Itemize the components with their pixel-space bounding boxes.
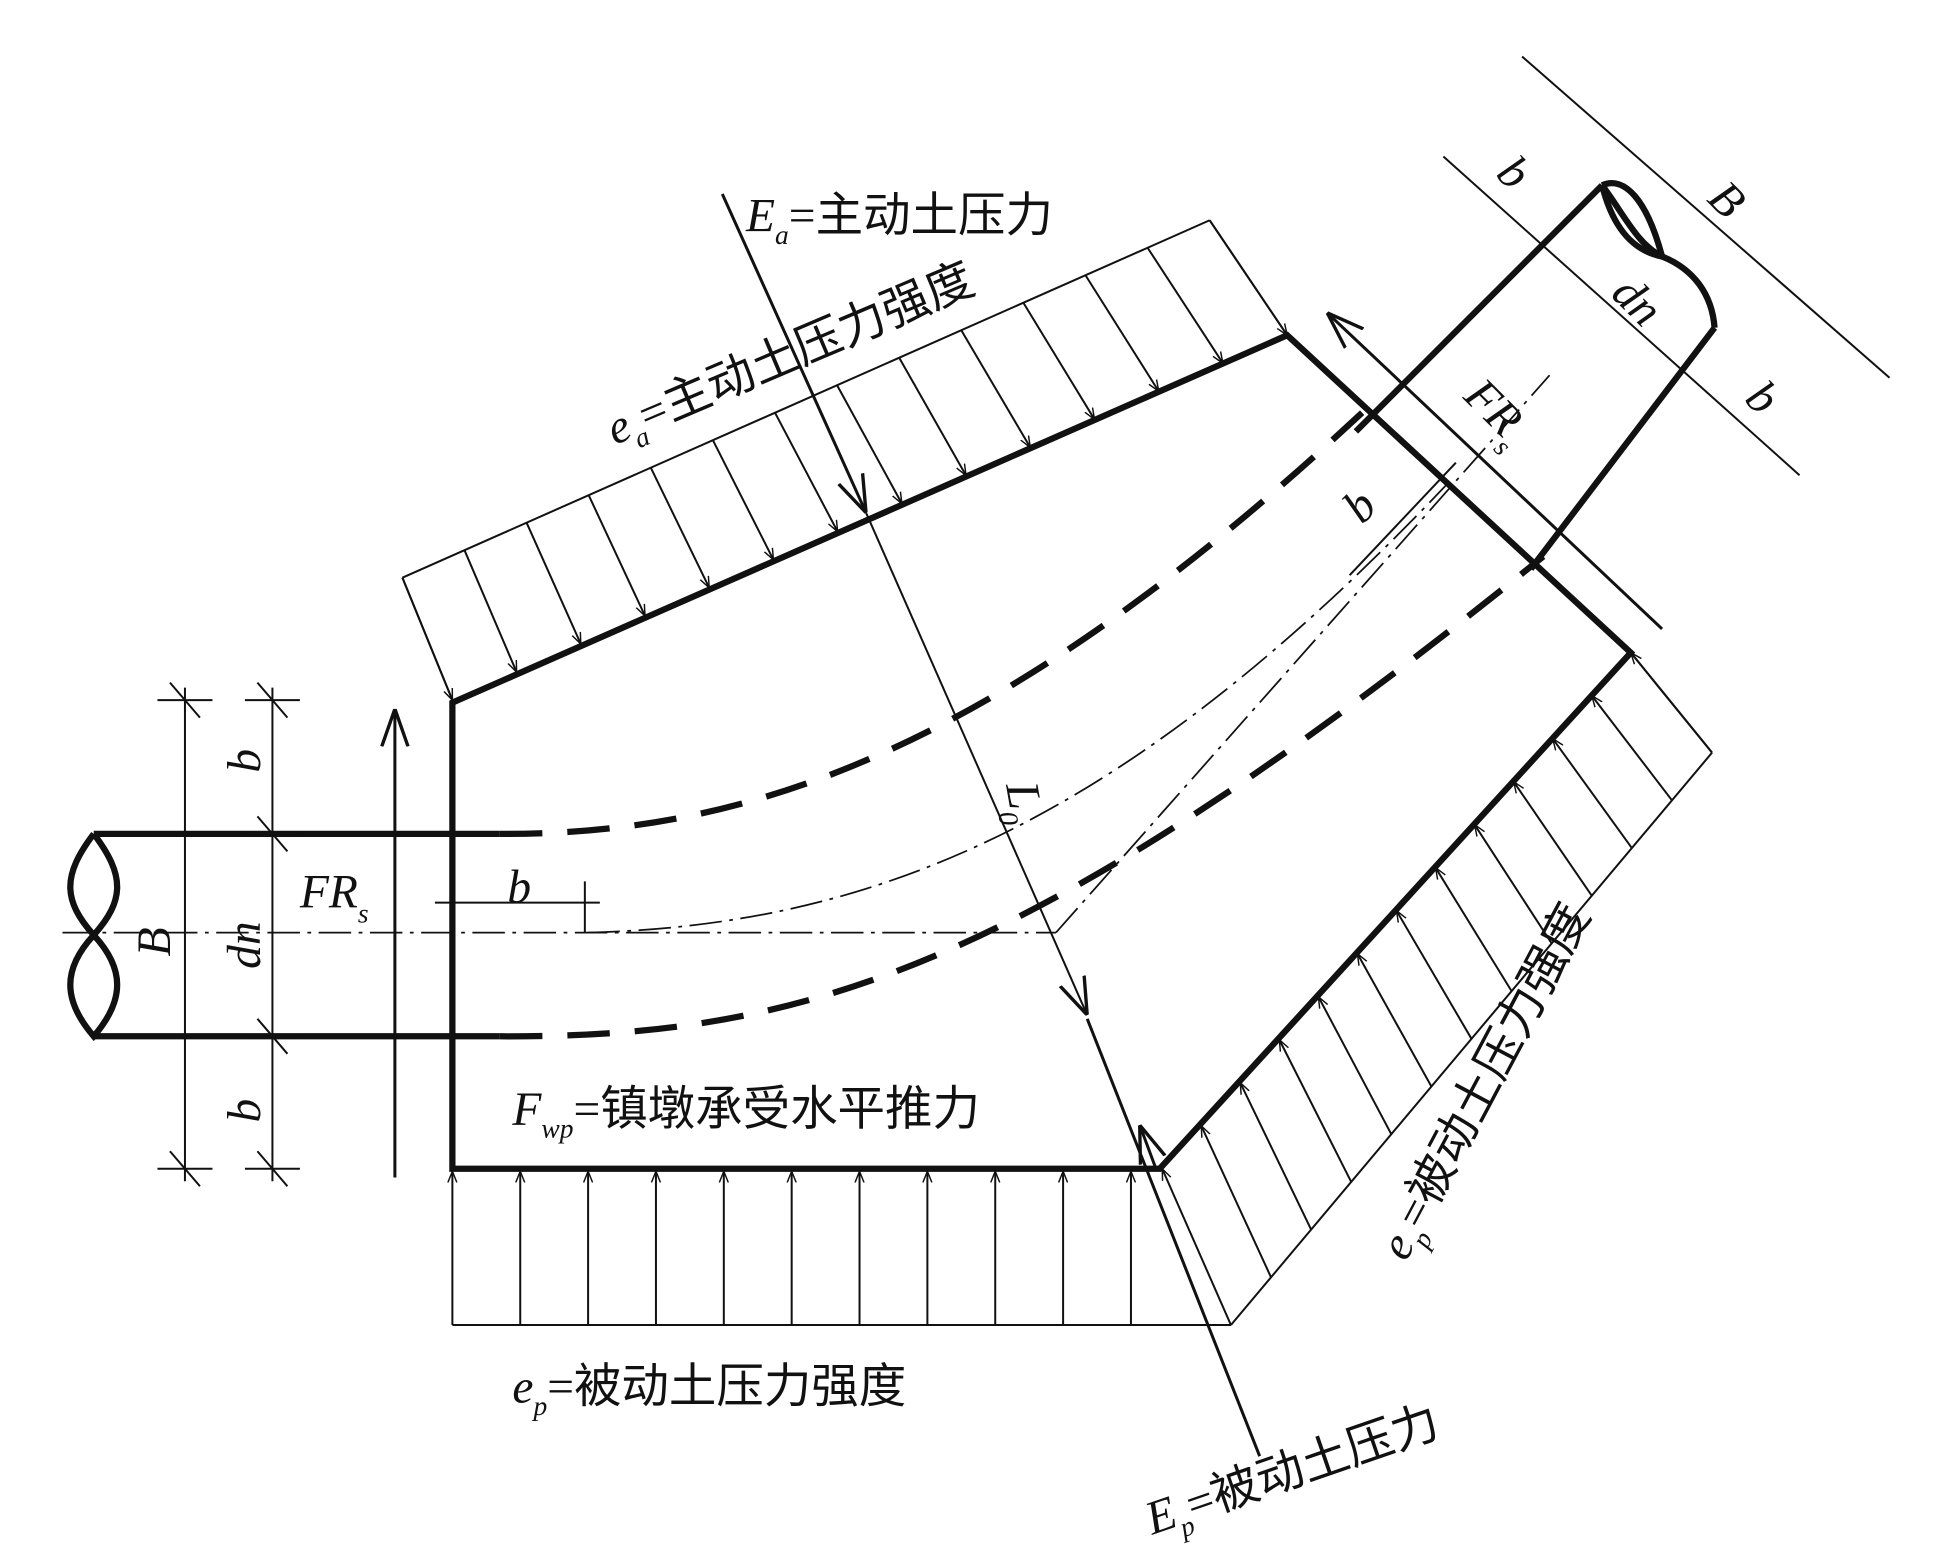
dimension-tick (256, 1150, 289, 1187)
dimension-tick (169, 1150, 201, 1187)
pipe-break-symbol-loop (1599, 180, 1667, 261)
passive-pressure-arrow (1631, 653, 1713, 754)
passive-pressure-arrow (1318, 997, 1393, 1135)
dim-B-left: B (129, 927, 181, 956)
active-pressure-arrow (836, 384, 902, 503)
label-frs-left: FRs (299, 867, 369, 929)
dim-B-right: B (1698, 171, 1755, 228)
pipe-hidden-bottom (499, 554, 1546, 1040)
dimension-tick (256, 815, 289, 853)
passive-pressure-arrow (1475, 825, 1553, 944)
pressure-distributions (401, 219, 1713, 1326)
passive-pressure-arrow (1397, 911, 1473, 1040)
label-ea: ea=主动土压力强度 (599, 254, 985, 463)
passive-pressure-arrow (1553, 739, 1633, 849)
active-pressure-arrow (1084, 274, 1158, 391)
pipe-wall (1353, 183, 1605, 434)
pipe-wall (1528, 325, 1718, 571)
label-L0: L0 (988, 777, 1054, 828)
l0-arrow (865, 512, 1087, 1015)
centerline-curve (587, 480, 1451, 934)
label-Fwp: Fwp=镇墩承受水平推力 (511, 1084, 980, 1143)
dim-b-curve: b (1333, 479, 1387, 533)
dim-b-right-bottom: b (1736, 371, 1790, 425)
active-pressure-arrow (649, 467, 711, 588)
active-pressure-arrow (712, 439, 775, 560)
active-pressure-arrow (1208, 219, 1287, 335)
dim-b-offset: b (507, 862, 531, 914)
dim-b-left-top: b (219, 749, 271, 773)
passive-pressure-arrow (1278, 1040, 1353, 1183)
passive-pressure-arrow (1161, 1169, 1232, 1326)
active-pressure-arrow (774, 412, 838, 532)
thrust-block-outline (449, 331, 1636, 1172)
dimension-tick (256, 681, 289, 719)
centerline-right (1055, 374, 1551, 934)
passive-pressure-arrow (1436, 868, 1513, 992)
label-frs-right: FRs (1447, 368, 1540, 461)
passive-pressure-arrow (1592, 696, 1673, 801)
dimension-tick (169, 681, 201, 719)
dim-dn-right: dn (1602, 266, 1672, 336)
active-pressure-arrow (401, 577, 454, 700)
active-pressure-arrow (1022, 302, 1094, 420)
active-pressure-outline (401, 219, 1211, 579)
frs-right-arrow (1327, 313, 1664, 631)
label-ep-bottom: ep=被动土压力强度 (512, 1361, 906, 1420)
passive-pressure-arrow (1357, 954, 1433, 1087)
pipe-hidden-top (499, 410, 1365, 837)
label-Ep: Ep=被动土压力 (1138, 1396, 1448, 1552)
passive-force-line (1085, 1018, 1262, 1457)
active-pressure-arrow (587, 494, 646, 616)
dim-b-left-bottom: b (219, 1099, 271, 1123)
right-pipe (1353, 180, 1718, 571)
active-pressure-arrow (463, 549, 518, 672)
label-Ea: Ea=主动土压力 (745, 191, 1053, 250)
passive-pressure-arrow (1514, 782, 1593, 897)
active-pressure-arrow (960, 329, 1030, 447)
pipe-break-symbol (67, 831, 121, 1042)
dim-b-right-top: b (1487, 146, 1541, 200)
dim-dn-left: dn (219, 921, 271, 968)
passive-force-arrowhead (1140, 1125, 1156, 1170)
dimension-tick (256, 1018, 289, 1055)
active-force-arrow (720, 193, 866, 513)
right-dimensions (1348, 55, 1891, 576)
active-pressure-arrow (525, 522, 582, 644)
passive-pressure-arrow (1239, 1083, 1313, 1231)
passive-pressure-arrow (1200, 1126, 1272, 1278)
active-pressure-arrow (1146, 247, 1223, 364)
passive-pressure-right-outline (1230, 751, 1713, 1326)
active-pressure-arrow (898, 357, 966, 476)
left-dimensions (157, 681, 600, 1187)
